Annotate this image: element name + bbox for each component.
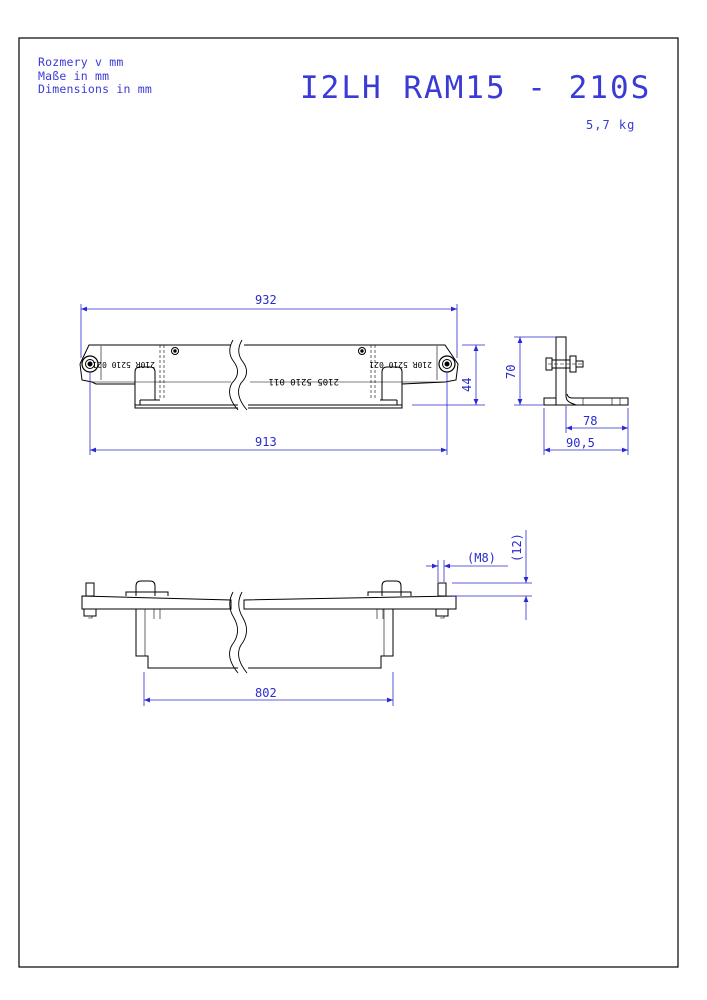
top-view [81, 580, 457, 674]
side-view [543, 336, 629, 406]
weight-label: 5,7 kg [586, 118, 636, 132]
top-dimensions [143, 530, 532, 706]
side-dimensions [514, 336, 629, 455]
dim-length-overall: 932 [255, 293, 277, 307]
marking-center: 2105 5210 011 [269, 376, 339, 386]
dim-height-side: 70 [504, 365, 518, 379]
dim-total-width: 90,5 [566, 436, 595, 450]
dim-base-width: 78 [583, 414, 597, 428]
drawing-frame [18, 37, 679, 968]
dim-bolt-length: (12) [510, 533, 524, 562]
dim-span: 802 [255, 686, 277, 700]
dim-length-holes: 913 [255, 435, 277, 449]
units-note: Rozmery v mm Maße in mm Dimensions in mm [38, 55, 152, 97]
units-english: Dimensions in mm [38, 82, 152, 96]
units-german: Maße in mm [38, 68, 110, 83]
front-dimensions [80, 304, 485, 455]
marking-left: 210R 5210 021 [92, 360, 155, 369]
dim-thread: (M8) [467, 551, 496, 565]
dim-height-front: 44 [460, 378, 474, 392]
front-view [79, 339, 459, 411]
model-title: I2LH RAM15 - 210S [300, 70, 652, 106]
units-czech: Rozmery v mm [38, 55, 124, 69]
marking-right: 210R 5210 021 [369, 360, 432, 369]
